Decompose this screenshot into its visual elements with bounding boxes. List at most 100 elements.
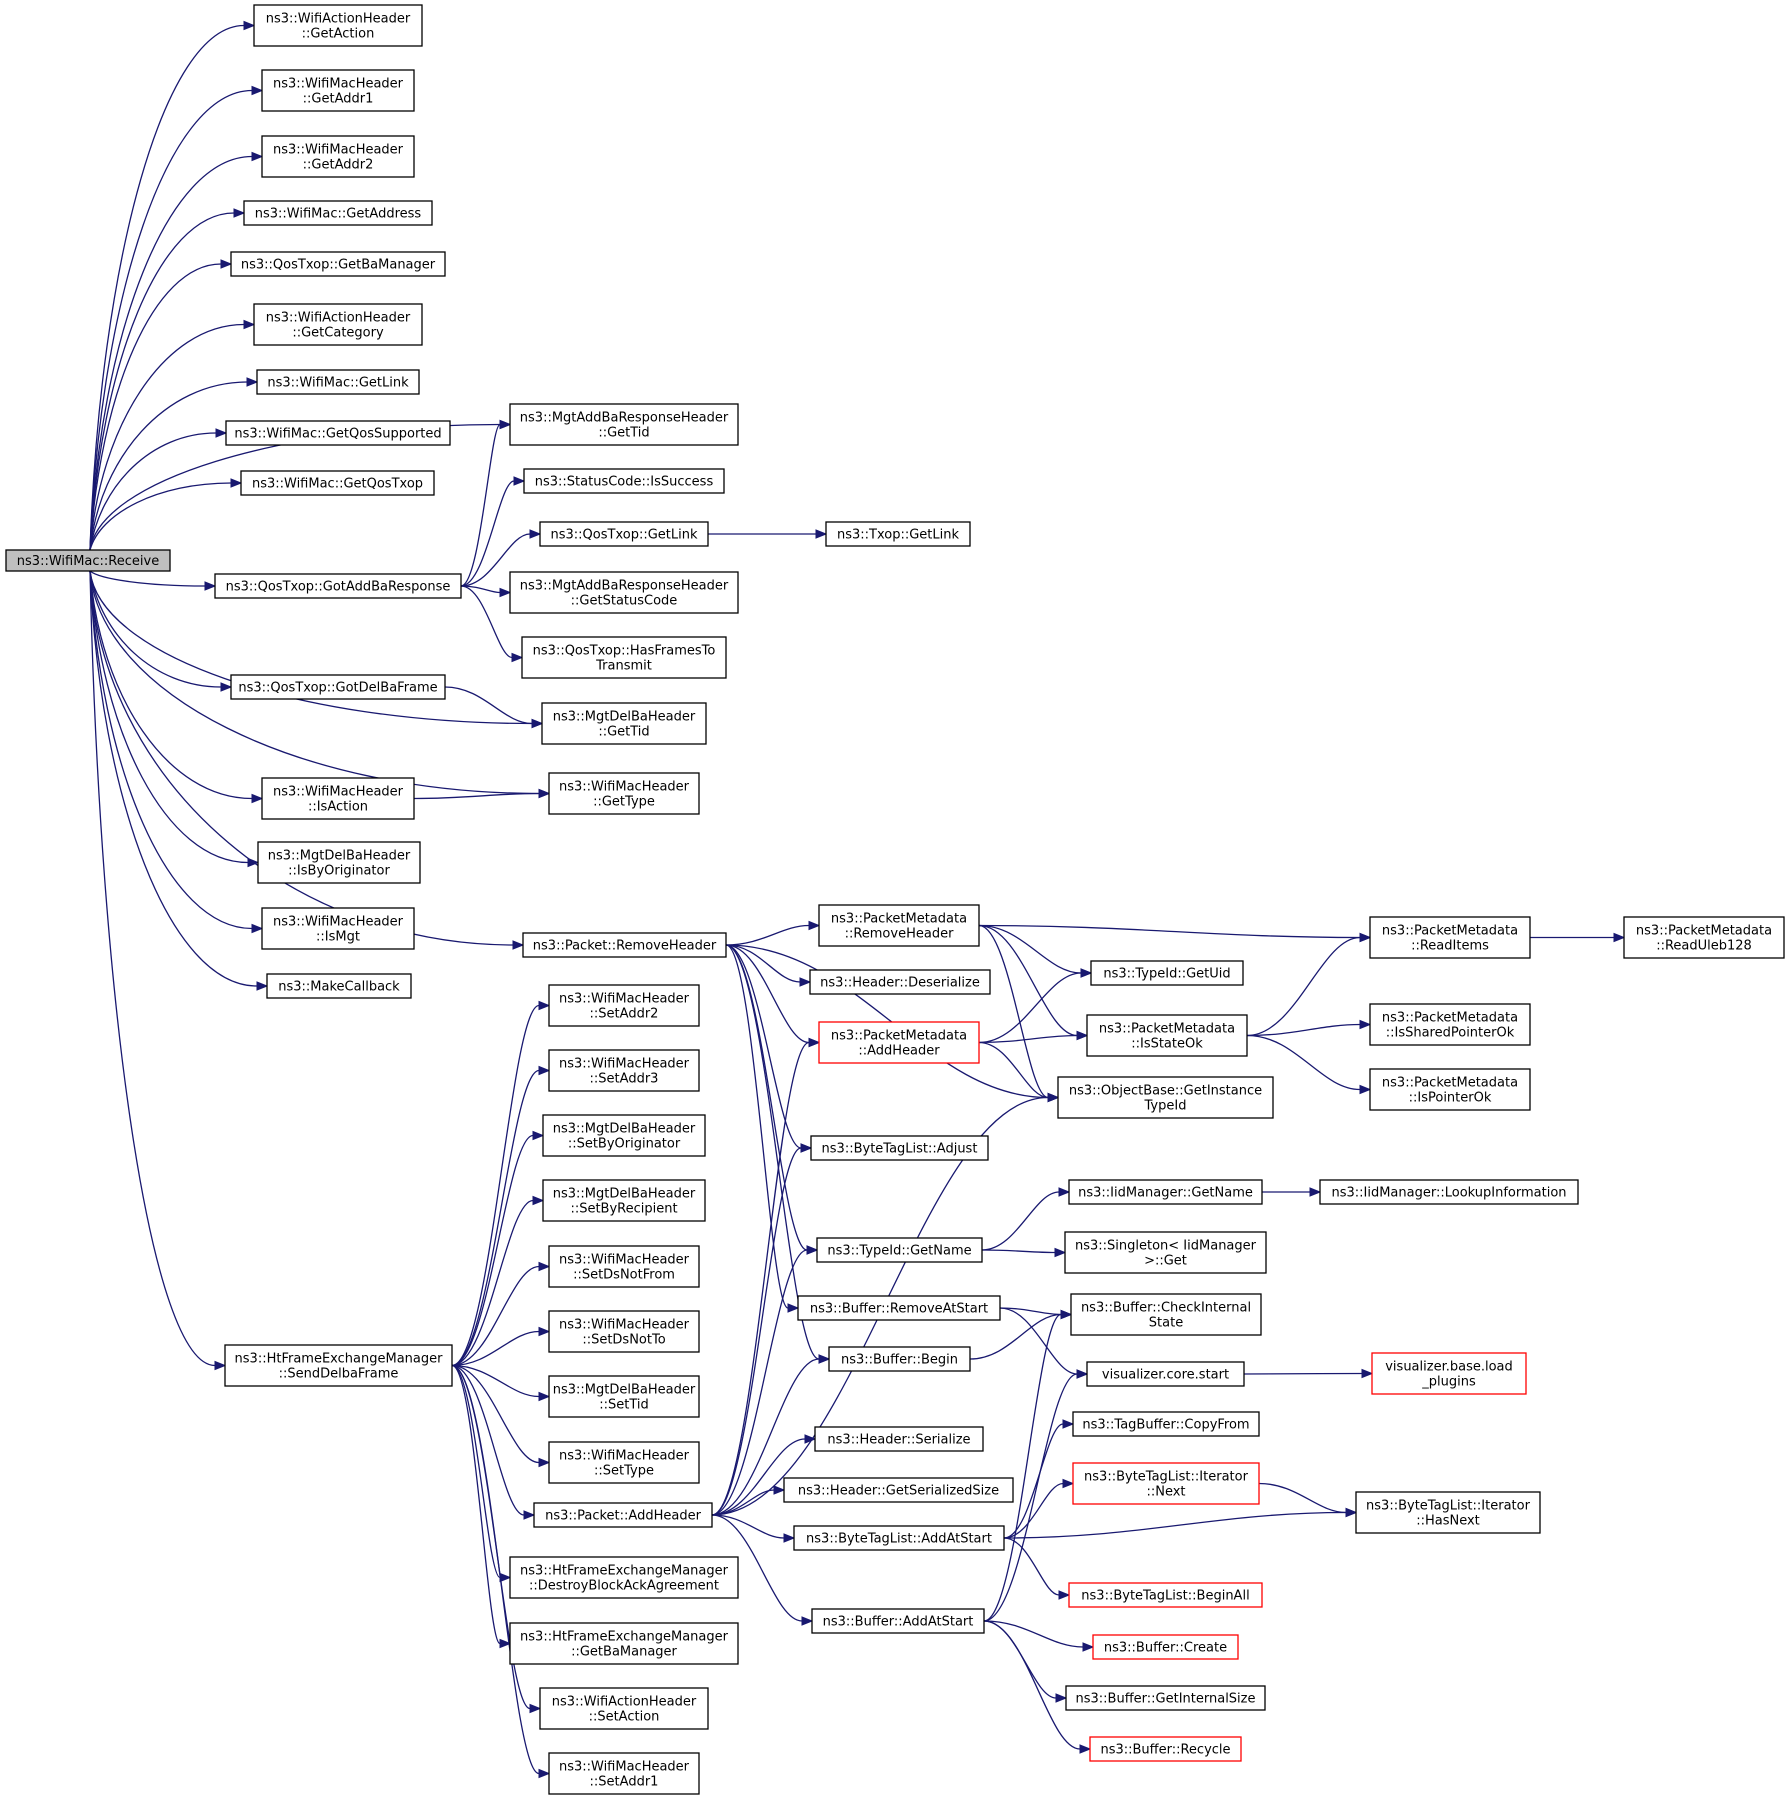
node-vizStart[interactable]: visualizer.core.start (1086, 1361, 1245, 1387)
node-box (814, 1426, 984, 1452)
node-iidGetName[interactable]: ns3::IidManager::GetName (1068, 1179, 1263, 1205)
node-singletonGet[interactable]: ns3::Singleton< IidManager>::Get (1064, 1231, 1267, 1274)
node-readItems[interactable]: ns3::PacketMetadata::ReadItems (1369, 916, 1531, 959)
node-setDsNotFrom[interactable]: ns3::WifiMacHeader::SetDsNotFrom (548, 1245, 700, 1288)
node-destroyBa[interactable]: ns3::HtFrameExchangeManager::DestroyBloc… (509, 1556, 739, 1599)
node-iterHasNext[interactable]: ns3::ByteTagList::Iterator::HasNext (1355, 1491, 1541, 1534)
node-tagCopyFrom[interactable]: ns3::TagBuffer::CopyFrom (1072, 1411, 1260, 1437)
node-sendDelba[interactable]: ns3::HtFrameExchangeManager::SendDelbaFr… (224, 1344, 453, 1387)
node-getBaManager[interactable]: ns3::QosTxop::GetBaManager (230, 251, 446, 277)
node-bufBegin[interactable]: ns3::Buffer::Begin (828, 1346, 971, 1372)
node-box (261, 777, 415, 820)
node-hdrDeserialize[interactable]: ns3::Header::Deserialize (809, 969, 991, 995)
edge-typeIdGetName-to-iidGetName (981, 1187, 1071, 1251)
node-root[interactable]: ns3::WifiMac::Receive (5, 549, 171, 572)
node-gotAddBa[interactable]: ns3::QosTxop::GotAddBaResponse (214, 573, 462, 599)
node-setAction[interactable]: ns3::WifiActionHeader::SetAction (539, 1687, 709, 1730)
node-label: ns3::PacketMetadata (1636, 924, 1772, 939)
edge-pktAddHeader-to-btlAddAtStart (711, 1514, 796, 1543)
node-box (214, 573, 462, 599)
node-isPtrOk[interactable]: ns3::PacketMetadata::IsPointerOk (1369, 1068, 1531, 1111)
node-label: ns3::WifiMacHeader (559, 1760, 690, 1775)
edge-pktAddHeader-to-typeIdGetName (711, 1245, 819, 1516)
node-btlAddAtStart[interactable]: ns3::ByteTagList::AddAtStart (793, 1525, 1005, 1551)
node-removeAtStart[interactable]: ns3::Buffer::RemoveAtStart (797, 1295, 1001, 1321)
node-isAction[interactable]: ns3::WifiMacHeader::IsAction (261, 777, 415, 820)
node-getUid[interactable]: ns3::TypeId::GetUid (1090, 960, 1244, 986)
node-setDsNotTo[interactable]: ns3::WifiMacHeader::SetDsNotTo (548, 1310, 700, 1353)
node-getAddr2[interactable]: ns3::WifiMacHeader::GetAddr2 (261, 135, 415, 178)
node-pktAddHeader[interactable]: ns3::Packet::AddHeader (533, 1502, 713, 1528)
node-getStatusCode[interactable]: ns3::MgtAddBaResponseHeader::GetStatusCo… (509, 571, 739, 614)
node-getAddr1[interactable]: ns3::WifiMacHeader::GetAddr1 (261, 69, 415, 112)
node-hdrGetSize[interactable]: ns3::Header::GetSerializedSize (783, 1477, 1014, 1503)
node-hdrSerialize[interactable]: ns3::Header::Serialize (814, 1426, 984, 1452)
node-isByOrig[interactable]: ns3::MgtDelBaHeader::IsByOriginator (257, 841, 421, 884)
node-htGetBaManager[interactable]: ns3::HtFrameExchangeManager::GetBaManage… (509, 1622, 739, 1665)
node-beginAll[interactable]: ns3::ByteTagList::BeginAll (1068, 1582, 1263, 1608)
node-box (253, 303, 423, 346)
node-setType[interactable]: ns3::WifiMacHeader::SetType (548, 1441, 700, 1484)
node-qosGetLink[interactable]: ns3::QosTxop::GetLink (539, 521, 709, 547)
node-isStateOk[interactable]: ns3::PacketMetadata::IsStateOk (1086, 1014, 1248, 1057)
node-gotDelBa[interactable]: ns3::QosTxop::GotDelBaFrame (230, 674, 446, 700)
node-setByRecip[interactable]: ns3::MgtDelBaHeader::SetByRecipient (542, 1179, 706, 1222)
edge-bufAddAtStart-to-vizStart (983, 1369, 1089, 1622)
node-bufRecycle[interactable]: ns3::Buffer::Recycle (1089, 1736, 1242, 1762)
node-setAddr3[interactable]: ns3::WifiMacHeader::SetAddr3 (548, 1049, 700, 1092)
node-makeCallback[interactable]: ns3::MakeCallback (266, 973, 412, 999)
node-pmAddHeader[interactable]: ns3::PacketMetadata::AddHeader (818, 1021, 980, 1064)
node-getInternalSize[interactable]: ns3::Buffer::GetInternalSize (1065, 1685, 1266, 1711)
node-getCategory[interactable]: ns3::WifiActionHeader::GetCategory (253, 303, 423, 346)
node-lookupInfo[interactable]: ns3::IidManager::LookupInformation (1319, 1179, 1579, 1205)
node-pmRemoveHeader[interactable]: ns3::PacketMetadata::RemoveHeader (818, 904, 980, 947)
node-iterNext[interactable]: ns3::ByteTagList::Iterator::Next (1072, 1462, 1260, 1505)
node-box (1092, 1634, 1239, 1660)
node-box (825, 521, 971, 547)
node-label: ns3::WifiMacHeader (559, 1253, 690, 1268)
node-removeHeader[interactable]: ns3::Packet::RemoveHeader (522, 932, 727, 958)
node-readUleb[interactable]: ns3::PacketMetadata::ReadUleb128 (1623, 916, 1785, 959)
edge-gotAddBa-to-qosGetLink (460, 529, 542, 587)
node-getQosSupported[interactable]: ns3::WifiMac::GetQosSupported (225, 420, 451, 446)
node-respGetTid[interactable]: ns3::MgtAddBaResponseHeader::GetTid (509, 403, 739, 446)
node-label: ::GetAction (302, 27, 375, 42)
node-label: ns3::TagBuffer::CopyFrom (1082, 1418, 1249, 1433)
node-getAddress[interactable]: ns3::WifiMac::GetAddress (243, 200, 433, 226)
node-isMgt[interactable]: ns3::WifiMacHeader::IsMgt (261, 907, 415, 950)
node-label: ::SetAction (589, 1710, 660, 1725)
edge-pmRemoveHeader-to-readItems (978, 924, 1372, 943)
edge-root-to-removeHeader (89, 570, 525, 950)
node-delGetTid[interactable]: ns3::MgtDelBaHeader::GetTid (541, 702, 707, 745)
node-bufAddAtStart[interactable]: ns3::Buffer::AddAtStart (811, 1608, 985, 1634)
node-macGetLink[interactable]: ns3::WifiMac::GetLink (256, 369, 420, 395)
node-label: ns3::MgtDelBaHeader (553, 710, 696, 725)
node-txopGetLink[interactable]: ns3::Txop::GetLink (825, 521, 971, 547)
node-setTid[interactable]: ns3::MgtDelBaHeader::SetTid (548, 1375, 700, 1418)
node-setAddr2[interactable]: ns3::WifiMacHeader::SetAddr2 (548, 984, 700, 1027)
node-box (1068, 1179, 1263, 1205)
node-getType[interactable]: ns3::WifiMacHeader::GetType (548, 772, 700, 815)
node-typeIdGetName[interactable]: ns3::TypeId::GetName (816, 1237, 983, 1263)
node-getQosTxop[interactable]: ns3::WifiMac::GetQosTxop (240, 470, 435, 496)
edge-root-to-getAction (89, 20, 256, 551)
node-box (521, 636, 727, 679)
node-getAction[interactable]: ns3::WifiActionHeader::GetAction (253, 4, 423, 47)
node-setByOrig[interactable]: ns3::MgtDelBaHeader::SetByOriginator (542, 1114, 706, 1157)
node-label: ns3::MgtDelBaHeader (268, 849, 411, 864)
node-box (1369, 1003, 1531, 1046)
node-setAddr1[interactable]: ns3::WifiMacHeader::SetAddr1 (548, 1752, 700, 1795)
node-label: ns3::WifiMacHeader (273, 77, 404, 92)
node-box (1072, 1462, 1260, 1505)
node-box (816, 1237, 983, 1263)
node-vizLoad[interactable]: visualizer.base.load_plugins (1371, 1352, 1527, 1395)
node-isSuccess[interactable]: ns3::StatusCode::IsSuccess (523, 468, 725, 494)
node-isSharedPtr[interactable]: ns3::PacketMetadata::IsSharedPointerOk (1369, 1003, 1531, 1046)
node-bufCreate[interactable]: ns3::Buffer::Create (1092, 1634, 1239, 1660)
edge-root-to-isByOrig (89, 570, 260, 868)
edge-pktAddHeader-to-hdrSerialize (711, 1434, 817, 1516)
node-btlAdjust[interactable]: ns3::ByteTagList::Adjust (810, 1135, 989, 1161)
